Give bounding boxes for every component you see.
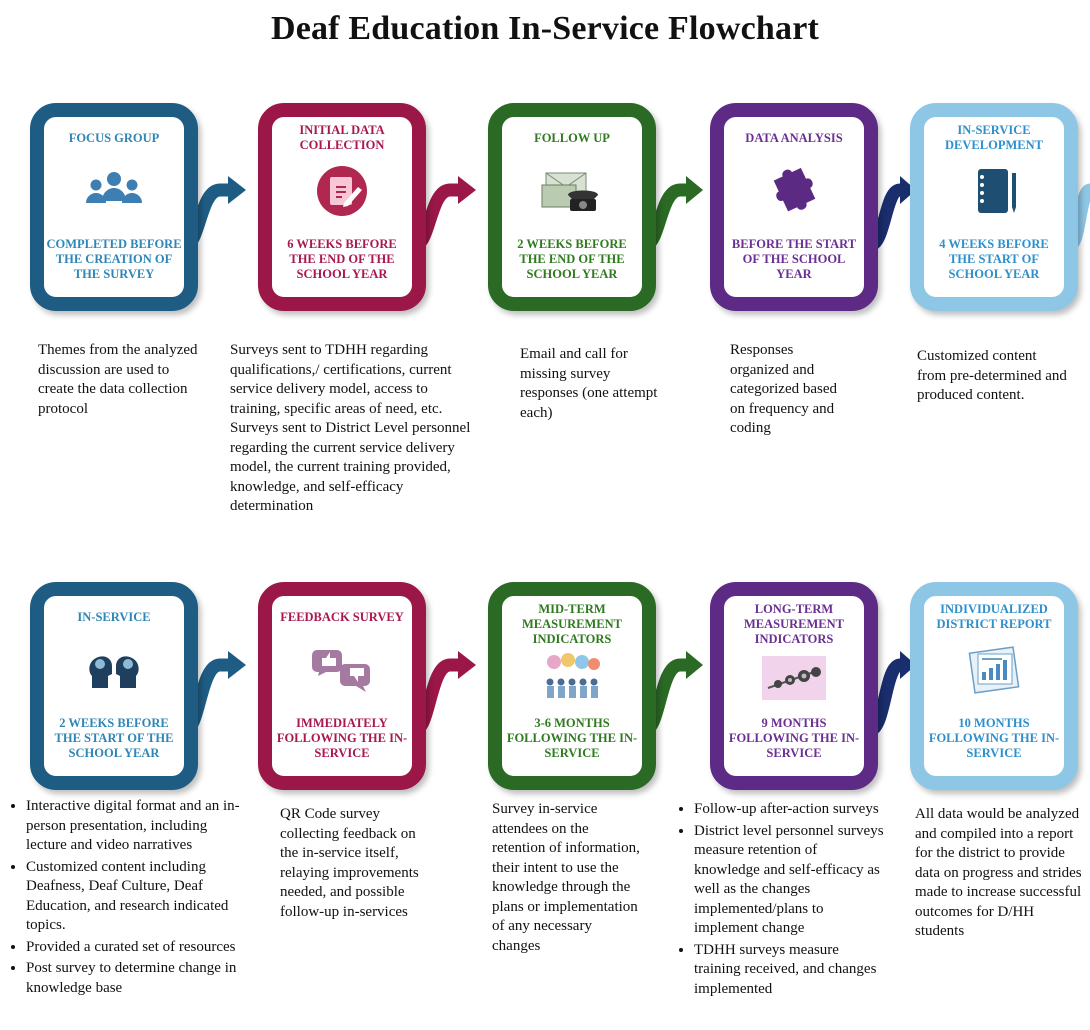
- list-item: Provided a curated set of resources: [26, 938, 248, 958]
- step-description: Email and call for missing survey respon…: [520, 346, 658, 421]
- thumbs-up-down-icon: [310, 644, 374, 696]
- step-timing: BEFORE THE START OF THE SCHOOL YEAR: [731, 236, 857, 281]
- step-timing: 10 MONTHS FOLLOWING THE IN-SERVICE: [928, 715, 1060, 760]
- step-in-service-development-card: IN-SERVICE DEVELOPMENT 4 WEEKS BEFORE TH…: [910, 103, 1078, 311]
- list-item: TDHH surveys measure training received, …: [694, 941, 886, 1000]
- list-item: Follow-up after-action surveys: [694, 800, 886, 820]
- brain-heads-icon: [82, 644, 146, 696]
- step-data-analysis-card: DATA ANALYSIS BEFORE THE START OF THE SC…: [710, 103, 878, 311]
- arrowhead-6-7: [228, 651, 246, 679]
- step-title: DATA ANALYSIS: [745, 130, 843, 145]
- list-item: Customized content including Deafness, D…: [26, 858, 248, 936]
- step-mid-term-card: MID-TERM MEASUREMENT INDICATORS 3-6 MONT…: [488, 582, 656, 790]
- step-title: FEEDBACK SURVEY: [280, 609, 404, 624]
- step-follow-up-card: FOLLOW UP 2 WEEKS BEFORE THE END OF THE …: [488, 103, 656, 311]
- arrowhead-3-4: [686, 176, 703, 204]
- notebook-pen-icon: [962, 165, 1026, 217]
- arrowhead-1-2: [228, 176, 246, 204]
- step-description: Surveys sent to TDHH regarding qualifica…: [230, 342, 471, 514]
- step-description: Survey in-service attendees on the reten…: [492, 801, 640, 954]
- telephone-email-icon: [540, 165, 604, 217]
- step-title: INITIAL DATA COLLECTION: [299, 123, 385, 152]
- step-focus-group-card: FOCUS GROUP COMPLETED BEFORE THE CREATIO…: [30, 103, 198, 311]
- long-term-bullet-list: Follow-up after-action surveys District …: [676, 800, 886, 999]
- arrowhead-2-3: [458, 176, 476, 204]
- step-title: LONG-TERM MEASUREMENT INDICATORS: [743, 602, 844, 646]
- step-timing: COMPLETED BEFORE THE CREATION OF THE SUR…: [46, 236, 182, 281]
- puzzle-piece-icon: [762, 165, 826, 217]
- step-feedback-survey-card: FEEDBACK SURVEY IMMEDIATELY FOLLOWING TH…: [258, 582, 426, 790]
- people-group-icon: [82, 165, 146, 217]
- step-description: Themes from the analyzed discussion are …: [38, 342, 198, 417]
- step-description: QR Code survey collecting feedback on th…: [280, 806, 419, 920]
- step-timing: 2 WEEKS BEFORE THE START OF THE SCHOOL Y…: [54, 715, 174, 760]
- arrowhead-4-5: [900, 176, 916, 204]
- step-title: IN-SERVICE DEVELOPMENT: [945, 123, 1043, 152]
- in-service-bullet-list: Interactive digital format and an in-per…: [8, 797, 248, 998]
- list-item: Interactive digital format and an in-per…: [26, 797, 248, 856]
- page-title: Deaf Education In-Service Flowchart: [270, 10, 820, 47]
- step-title: FOCUS GROUP: [68, 130, 160, 145]
- step-timing: IMMEDIATELY FOLLOWING THE IN-SERVICE: [276, 715, 408, 760]
- list-item: District level personnel surveys measure…: [694, 822, 886, 939]
- arrowhead-8-9: [686, 651, 703, 679]
- list-item: Post survey to determine change in knowl…: [26, 959, 248, 998]
- step-description: All data would be analyzed and compiled …: [915, 806, 1082, 939]
- report-document-icon: [962, 644, 1026, 696]
- step-timing: 2 WEEKS BEFORE THE END OF THE SCHOOL YEA…: [517, 236, 627, 281]
- step-title: INDIVIDUALIZED DISTRICT REPORT: [936, 602, 1052, 631]
- step-title: MID-TERM MEASUREMENT INDICATORS: [521, 602, 622, 646]
- arrowhead-9-10: [900, 651, 916, 679]
- step-timing: 9 MONTHS FOLLOWING THE IN-SERVICE: [728, 715, 860, 760]
- step-long-term-card: LONG-TERM MEASUREMENT INDICATORS 9 MONTH…: [710, 582, 878, 790]
- step-timing: 6 WEEKS BEFORE THE END OF THE SCHOOL YEA…: [287, 236, 397, 281]
- step-description: Responses organized and categorized base…: [730, 342, 838, 436]
- step-district-report-card: INDIVIDUALIZED DISTRICT REPORT 10 MONTHS…: [910, 582, 1078, 790]
- step-in-service-card: IN-SERVICE 2 WEEKS BEFORE THE START OF T…: [30, 582, 198, 790]
- gears-progress-icon: [762, 652, 826, 704]
- clipboard-pen-icon: [310, 165, 374, 217]
- step-title: FOLLOW UP: [534, 130, 610, 145]
- step-description: Customized content from pre-determined a…: [917, 348, 1067, 403]
- step-description: Follow-up after-action surveys District …: [676, 800, 886, 1001]
- arrowhead-7-8: [458, 651, 476, 679]
- step-description: Interactive digital format and an in-per…: [8, 797, 248, 1000]
- team-speech-bubbles-icon: [540, 652, 604, 704]
- step-title: IN-SERVICE: [77, 609, 151, 624]
- step-initial-data-collection-card: INITIAL DATA COLLECTION 6 WEEKS BEFORE T…: [258, 103, 426, 311]
- step-timing: 3-6 MONTHS FOLLOWING THE IN-SERVICE: [506, 715, 638, 760]
- step-timing: 4 WEEKS BEFORE THE START OF SCHOOL YEAR: [939, 236, 1049, 281]
